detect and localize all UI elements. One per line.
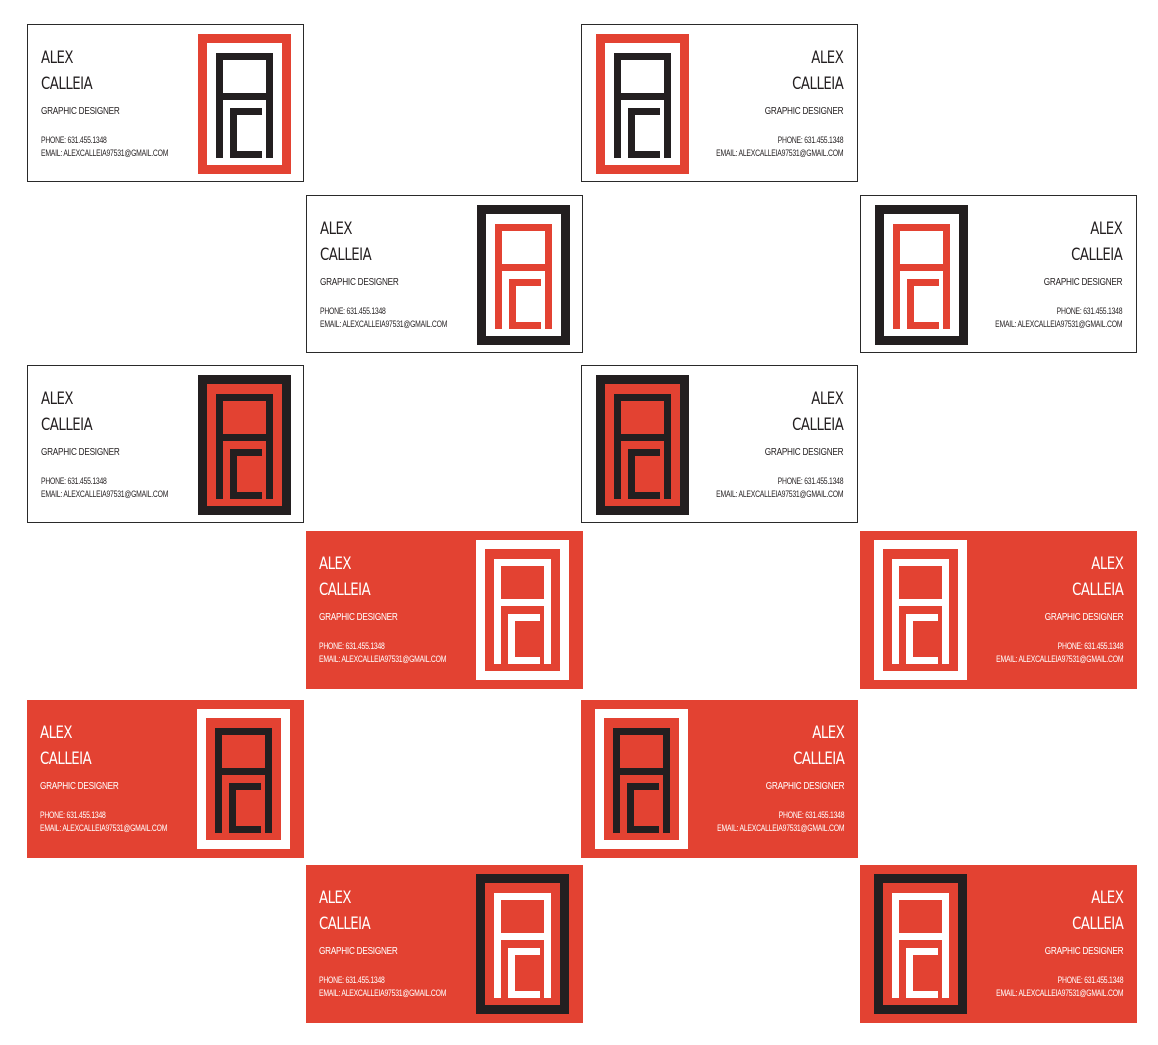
phone-number: PHONE: 631.455.1348 — [319, 641, 385, 651]
ac-monogram-logo — [197, 709, 290, 849]
email-address: EMAIL: ALEXCALLEIA97531@GMAIL.COM — [319, 654, 447, 664]
email-address: EMAIL: ALEXCALLEIA97531@GMAIL.COM — [716, 823, 844, 833]
ac-monogram-logo — [476, 540, 569, 680]
email-address: EMAIL: ALEXCALLEIA97531@GMAIL.COM — [715, 489, 843, 499]
last-name: CALLEIA — [1070, 245, 1123, 265]
ac-monogram-logo — [874, 874, 967, 1014]
email-address: EMAIL: ALEXCALLEIA97531@GMAIL.COM — [41, 148, 169, 158]
business-card: ALEX CALLEIA GRAPHIC DESIGNER PHONE: 631… — [860, 865, 1137, 1023]
business-card: ALEX CALLEIA GRAPHIC DESIGNER PHONE: 631… — [27, 700, 304, 858]
job-title: GRAPHIC DESIGNER — [40, 781, 119, 792]
phone-number: PHONE: 631.455.1348 — [777, 135, 843, 145]
last-name: CALLEIA — [1071, 914, 1124, 934]
first-name: ALEX — [811, 723, 845, 743]
first-name: ALEX — [810, 389, 844, 409]
business-card: ALEX CALLEIA GRAPHIC DESIGNER PHONE: 631… — [306, 531, 583, 689]
email-address: EMAIL: ALEXCALLEIA97531@GMAIL.COM — [40, 823, 168, 833]
last-name: CALLEIA — [41, 74, 93, 94]
ac-monogram-logo — [874, 540, 967, 680]
last-name: CALLEIA — [791, 74, 844, 94]
email-address: EMAIL: ALEXCALLEIA97531@GMAIL.COM — [994, 319, 1122, 329]
job-title: GRAPHIC DESIGNER — [764, 447, 843, 458]
email-address: EMAIL: ALEXCALLEIA97531@GMAIL.COM — [319, 988, 447, 998]
last-name: CALLEIA — [319, 580, 371, 600]
card-info: ALEX CALLEIA GRAPHIC DESIGNER PHONE: 631… — [320, 216, 487, 331]
first-name: ALEX — [41, 48, 74, 68]
job-title: GRAPHIC DESIGNER — [1044, 612, 1123, 623]
business-card: ALEX CALLEIA GRAPHIC DESIGNER PHONE: 631… — [581, 365, 858, 523]
phone-number: PHONE: 631.455.1348 — [1057, 975, 1123, 985]
job-title: GRAPHIC DESIGNER — [319, 946, 398, 957]
phone-number: PHONE: 631.455.1348 — [778, 810, 844, 820]
first-name: ALEX — [1089, 219, 1123, 239]
business-card: ALEX CALLEIA GRAPHIC DESIGNER PHONE: 631… — [306, 865, 583, 1023]
first-name: ALEX — [1090, 554, 1124, 574]
first-name: ALEX — [1090, 888, 1124, 908]
card-info: ALEX CALLEIA GRAPHIC DESIGNER PHONE: 631… — [677, 720, 845, 835]
first-name: ALEX — [41, 389, 74, 409]
last-name: CALLEIA — [40, 749, 92, 769]
phone-number: PHONE: 631.455.1348 — [777, 476, 843, 486]
job-title: GRAPHIC DESIGNER — [765, 781, 844, 792]
ac-monogram-logo — [477, 205, 570, 345]
first-name: ALEX — [40, 723, 73, 743]
phone-number: PHONE: 631.455.1348 — [320, 306, 386, 316]
phone-number: PHONE: 631.455.1348 — [41, 476, 107, 486]
phone-number: PHONE: 631.455.1348 — [1056, 306, 1122, 316]
job-title: GRAPHIC DESIGNER — [1043, 277, 1122, 288]
card-info: ALEX CALLEIA GRAPHIC DESIGNER PHONE: 631… — [956, 551, 1124, 666]
last-name: CALLEIA — [319, 914, 371, 934]
card-info: ALEX CALLEIA GRAPHIC DESIGNER PHONE: 631… — [41, 386, 208, 501]
job-title: GRAPHIC DESIGNER — [764, 106, 843, 117]
card-info: ALEX CALLEIA GRAPHIC DESIGNER PHONE: 631… — [40, 720, 207, 835]
email-address: EMAIL: ALEXCALLEIA97531@GMAIL.COM — [320, 319, 448, 329]
ac-monogram-logo — [596, 34, 689, 174]
business-card: ALEX CALLEIA GRAPHIC DESIGNER PHONE: 631… — [306, 195, 583, 353]
card-info: ALEX CALLEIA GRAPHIC DESIGNER PHONE: 631… — [676, 45, 844, 160]
business-card: ALEX CALLEIA GRAPHIC DESIGNER PHONE: 631… — [581, 24, 858, 182]
ac-monogram-logo — [198, 375, 291, 515]
business-card: ALEX CALLEIA GRAPHIC DESIGNER PHONE: 631… — [27, 365, 304, 523]
last-name: CALLEIA — [41, 415, 93, 435]
card-info: ALEX CALLEIA GRAPHIC DESIGNER PHONE: 631… — [676, 386, 844, 501]
business-card: ALEX CALLEIA GRAPHIC DESIGNER PHONE: 631… — [581, 700, 858, 858]
email-address: EMAIL: ALEXCALLEIA97531@GMAIL.COM — [715, 148, 843, 158]
last-name: CALLEIA — [320, 245, 372, 265]
phone-number: PHONE: 631.455.1348 — [41, 135, 107, 145]
job-title: GRAPHIC DESIGNER — [1044, 946, 1123, 957]
phone-number: PHONE: 631.455.1348 — [319, 975, 385, 985]
email-address: EMAIL: ALEXCALLEIA97531@GMAIL.COM — [995, 654, 1123, 664]
ac-monogram-logo — [476, 874, 569, 1014]
ac-monogram-logo — [595, 709, 688, 849]
job-title: GRAPHIC DESIGNER — [319, 612, 398, 623]
job-title: GRAPHIC DESIGNER — [41, 106, 120, 117]
card-info: ALEX CALLEIA GRAPHIC DESIGNER PHONE: 631… — [41, 45, 208, 160]
last-name: CALLEIA — [792, 749, 845, 769]
email-address: EMAIL: ALEXCALLEIA97531@GMAIL.COM — [995, 988, 1123, 998]
card-info: ALEX CALLEIA GRAPHIC DESIGNER PHONE: 631… — [955, 216, 1123, 331]
ac-monogram-logo — [875, 205, 968, 345]
business-card: ALEX CALLEIA GRAPHIC DESIGNER PHONE: 631… — [27, 24, 304, 182]
phone-number: PHONE: 631.455.1348 — [1057, 641, 1123, 651]
job-title: GRAPHIC DESIGNER — [320, 277, 399, 288]
ac-monogram-logo — [596, 375, 689, 515]
last-name: CALLEIA — [791, 415, 844, 435]
first-name: ALEX — [810, 48, 844, 68]
job-title: GRAPHIC DESIGNER — [41, 447, 120, 458]
card-info: ALEX CALLEIA GRAPHIC DESIGNER PHONE: 631… — [319, 551, 486, 666]
first-name: ALEX — [319, 888, 352, 908]
email-address: EMAIL: ALEXCALLEIA97531@GMAIL.COM — [41, 489, 169, 499]
business-card: ALEX CALLEIA GRAPHIC DESIGNER PHONE: 631… — [860, 531, 1137, 689]
first-name: ALEX — [320, 219, 353, 239]
card-info: ALEX CALLEIA GRAPHIC DESIGNER PHONE: 631… — [956, 885, 1124, 1000]
last-name: CALLEIA — [1071, 580, 1124, 600]
phone-number: PHONE: 631.455.1348 — [40, 810, 106, 820]
ac-monogram-logo — [198, 34, 291, 174]
first-name: ALEX — [319, 554, 352, 574]
card-info: ALEX CALLEIA GRAPHIC DESIGNER PHONE: 631… — [319, 885, 486, 1000]
business-card: ALEX CALLEIA GRAPHIC DESIGNER PHONE: 631… — [860, 195, 1137, 353]
